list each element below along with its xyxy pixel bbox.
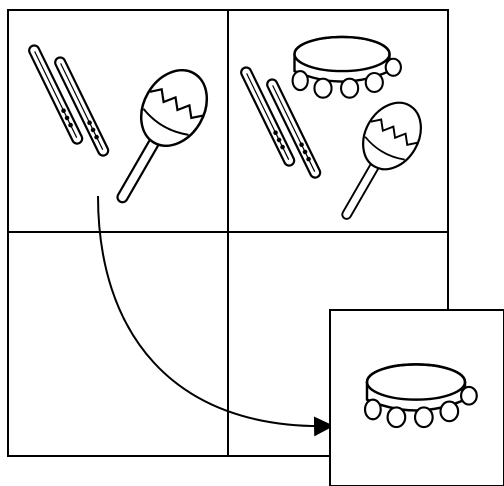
rhythm-sticks-icon [240,66,322,179]
maraca-icon [322,92,433,231]
arrow [98,196,330,426]
cell-row1-col1 [28,44,220,217]
answer-box [330,310,504,486]
maraca-icon [94,58,220,216]
cell-row1-col2 [240,37,433,232]
tambourine-icon [293,37,401,98]
rhythm-sticks-icon [28,44,110,157]
